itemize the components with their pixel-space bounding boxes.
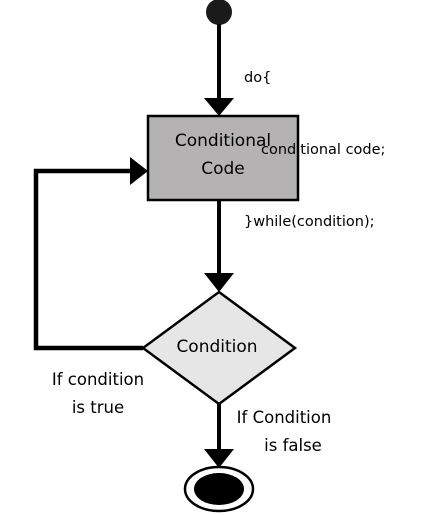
process-box-label: Conditional Code bbox=[148, 127, 298, 183]
conditional-code-process-box bbox=[146, 114, 300, 202]
true-branch-loop-connector bbox=[33, 168, 143, 351]
loop-back-arrowhead bbox=[130, 157, 148, 185]
start-node bbox=[206, 0, 232, 25]
end-entry-arrowhead bbox=[204, 449, 234, 468]
false-label-line-1: If Condition bbox=[236, 408, 332, 427]
end-node-core bbox=[194, 473, 244, 505]
true-label-line-2: is true bbox=[71, 398, 125, 417]
do-while-code-snippet: do{ conditional code; }while(condition); bbox=[244, 18, 422, 282]
process-label-line-2: Code bbox=[201, 159, 245, 179]
false-branch-label: If Condition is false bbox=[218, 404, 350, 460]
code-line-while: }while(condition); bbox=[244, 214, 375, 230]
decision-label: Condition bbox=[176, 337, 258, 357]
false-label-line-2: is false bbox=[264, 436, 322, 455]
true-label-line-1: If condition bbox=[51, 370, 145, 389]
decision-entry-arrowhead bbox=[204, 273, 234, 292]
code-line-do: do{ bbox=[244, 70, 272, 86]
code-line-body: conditional code; bbox=[261, 142, 386, 158]
true-branch-label: If condition is true bbox=[28, 366, 168, 422]
process-entry-arrowhead bbox=[204, 98, 234, 116]
process-label-line-1: Conditional bbox=[174, 131, 272, 151]
